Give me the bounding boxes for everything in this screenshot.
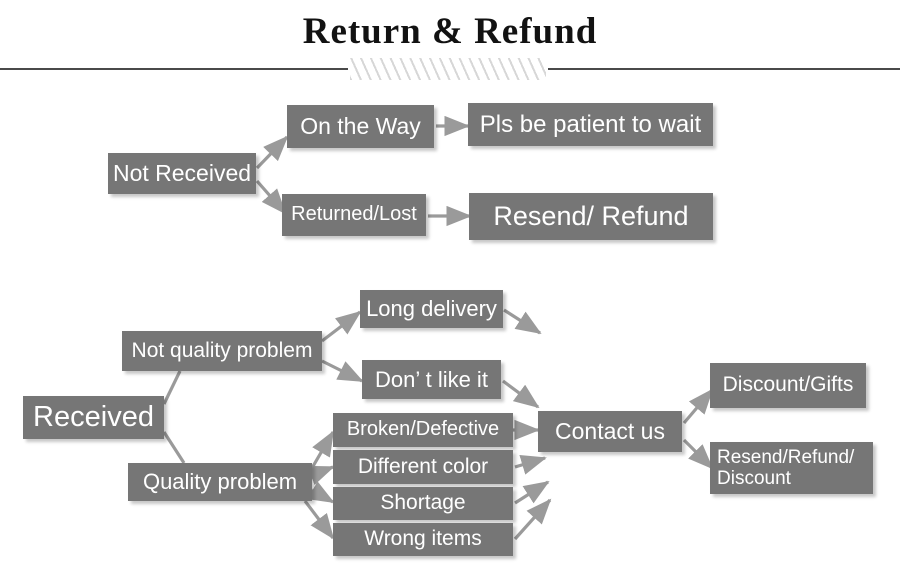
node-not-received: Not Received <box>108 153 256 194</box>
node-discount-gifts: Discount/Gifts <box>710 363 866 408</box>
edge-quality-wrong-items <box>303 500 335 540</box>
node-contact-us: Contact us <box>538 411 682 452</box>
node-shortage: Shortage <box>333 487 513 520</box>
node-quality-problem: Quality problem <box>128 463 312 501</box>
node-pls-be-patient-to-wait: Pls be patient to wait <box>468 103 713 146</box>
edge-wrong-items-contact <box>513 498 552 541</box>
edge-not-quality-long-delivery <box>321 310 362 343</box>
edge-not-received-returned-lost <box>255 179 287 215</box>
edge-contact-discount-gifts <box>682 388 714 425</box>
header-divider <box>0 58 900 80</box>
node-received: Received <box>23 396 164 439</box>
divider-rule-right <box>548 68 900 70</box>
edge-long-delivery-contact <box>503 308 542 335</box>
node-not-quality-problem: Not quality problem <box>122 331 322 371</box>
node-on-the-way: On the Way <box>287 105 434 148</box>
edge-not-quality-dont-like <box>321 359 364 383</box>
edge-received-quality <box>162 431 186 464</box>
edge-different-color-contact <box>514 454 547 475</box>
node-broken-defective: Broken/Defective <box>333 413 513 447</box>
node-dont-like-it: Don’ t like it <box>362 360 501 399</box>
edge-received-not-quality <box>162 370 182 405</box>
hatched-divider-icon <box>350 58 546 80</box>
node-returned-lost: Returned/Lost <box>282 194 426 236</box>
page-title: Return & Refund <box>302 11 598 52</box>
node-resend-refund: Resend/ Refund <box>469 193 713 240</box>
edge-quality-different-color <box>307 465 335 485</box>
edge-shortage-contact <box>514 480 550 505</box>
node-long-delivery: Long delivery <box>360 290 503 328</box>
edge-contact-resend-discount <box>682 438 714 470</box>
divider-rule-left <box>0 68 348 70</box>
edge-quality-broken <box>310 430 335 469</box>
node-wrong-items: Wrong items <box>333 523 513 556</box>
edge-not-received-on-the-way <box>255 135 289 170</box>
node-different-color: Different color <box>333 450 513 484</box>
edge-dont-like-contact <box>502 379 540 409</box>
node-resend-refund-discount: Resend/Refund/ Discount <box>710 442 873 494</box>
edge-quality-shortage <box>307 481 335 504</box>
